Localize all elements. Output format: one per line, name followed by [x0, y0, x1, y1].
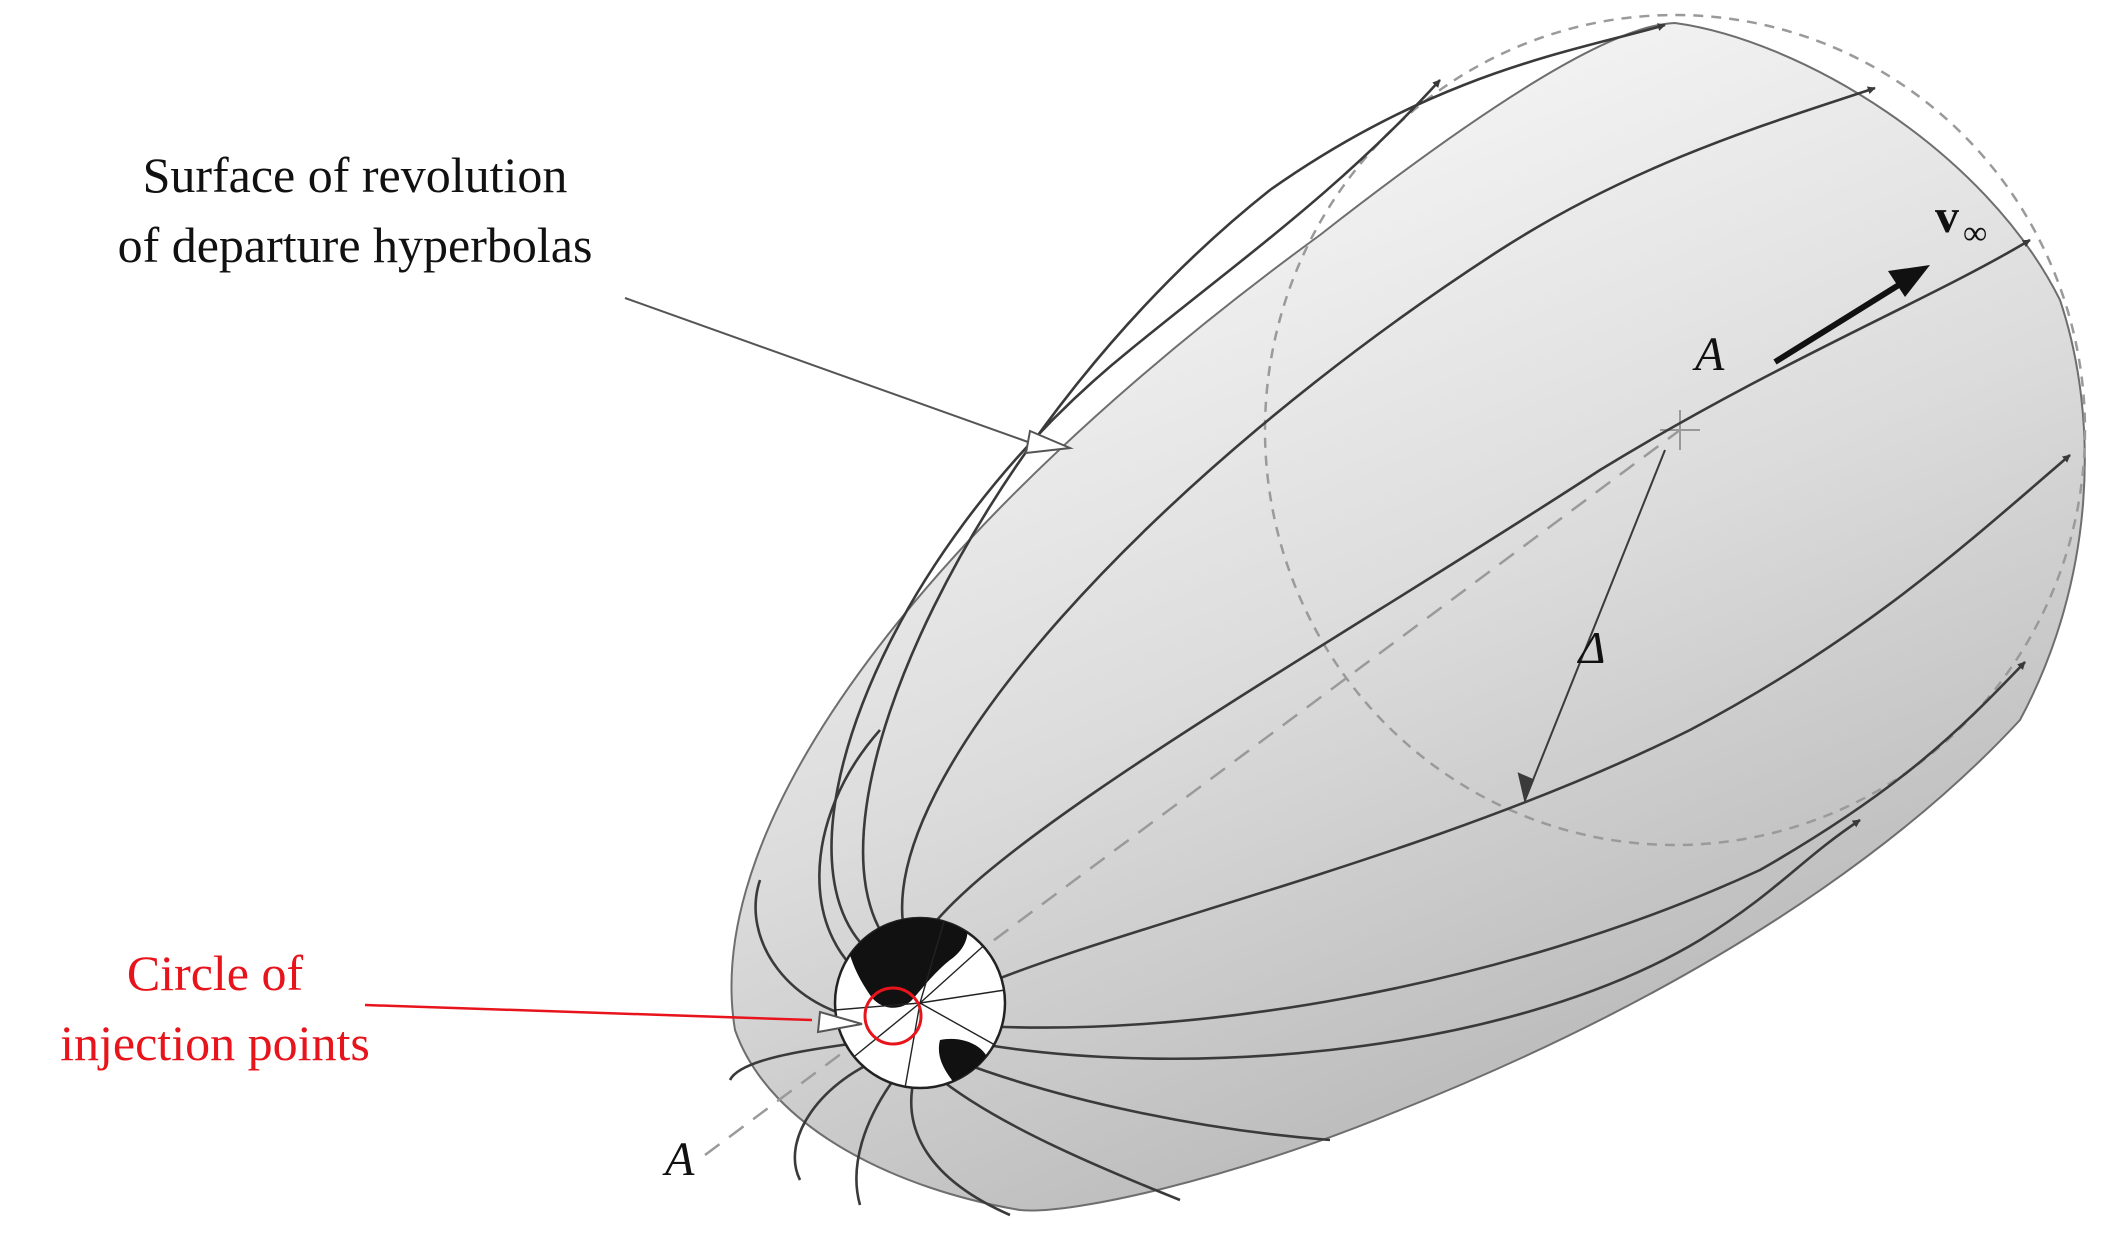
departure-hyperbolas	[728, 23, 2071, 1217]
hyperbola-line-15	[954, 1058, 1331, 1142]
surface-label-line-1: Surface of revolution	[143, 147, 568, 203]
velocity-subscript: ∞	[1963, 215, 1987, 252]
hyperbola-line-2	[861, 23, 1666, 946]
injection-points-circle	[863, 986, 923, 1046]
hyperbola-line-6	[964, 661, 2026, 1029]
velocity-label: v	[1935, 190, 1959, 243]
axis-label-top: A	[1692, 328, 1725, 381]
hyperbola-line-3	[900, 86, 1876, 936]
hyperbola-surface	[730, 21, 2086, 1212]
surface-label-line-2: of departure hyperbolas	[118, 217, 593, 273]
velocity-arrow	[1773, 265, 1930, 365]
injection-label-line-2: injection points	[60, 1015, 370, 1071]
axis-line	[704, 428, 1681, 1157]
hyperbola-line-8	[910, 1074, 1011, 1217]
surface-label-pointer	[624, 297, 1074, 455]
injection-label-line-1: Circle of	[127, 945, 304, 1001]
hyperbola-line-7	[959, 818, 1861, 1060]
far-cross-section-circle	[1263, 13, 2087, 847]
injection-label-pointer	[364, 1003, 863, 1034]
hyperbola-line-4	[923, 238, 2031, 936]
axis-label-bottom: A	[662, 1133, 695, 1186]
hyperbola-line-1	[830, 79, 1441, 962]
offset-label: Δ	[1577, 622, 1606, 673]
hyperbola-line-5	[959, 454, 2071, 997]
offset-delta-arrow	[1517, 449, 1666, 804]
north-america-shape	[845, 918, 968, 1008]
hyperbola-line-14	[934, 1073, 1181, 1202]
